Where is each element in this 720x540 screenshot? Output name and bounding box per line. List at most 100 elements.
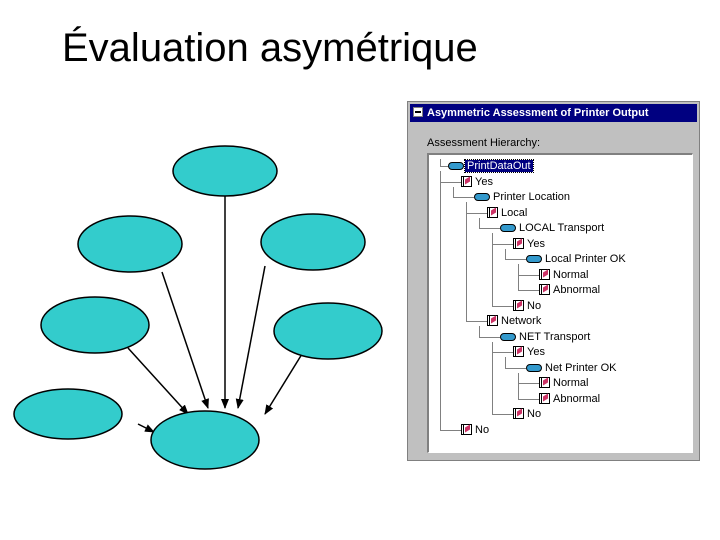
state-flag-icon: [513, 237, 524, 249]
tree-state-node[interactable]: No: [461, 423, 491, 437]
tree-connector: [518, 383, 539, 384]
tree-connector: [518, 290, 539, 291]
tree-state-node[interactable]: Local: [487, 206, 529, 220]
tree-connector: [492, 233, 493, 306]
node-upper-left: [77, 215, 183, 273]
tree-connector: [492, 341, 493, 414]
tree-node-label: Yes: [475, 175, 493, 188]
tree-node-label: Network: [501, 315, 542, 327]
tree-state-node[interactable]: Yes: [513, 345, 547, 359]
tree-state-node[interactable]: Abnormal: [539, 283, 602, 297]
arrow-mid-left-node: [127, 347, 189, 415]
tree-node-label: PrintDataOut: [464, 159, 534, 173]
chance-node-icon: [448, 162, 464, 170]
tree-variable-node[interactable]: Printer Location: [474, 190, 572, 204]
tree-node-label: Abnormal: [553, 392, 601, 405]
tree-connector: [453, 197, 474, 198]
tree-node-label: Local: [501, 206, 528, 219]
tree-node-label: Abnormal: [553, 284, 601, 296]
tree-connector: [505, 248, 506, 259]
tree-connector: [479, 336, 500, 338]
tree-connector: [518, 398, 539, 400]
tree-connector: [505, 367, 526, 369]
tree-variable-node[interactable]: NET Transport: [500, 330, 592, 344]
tree-node-label: Net Printer OK: [545, 361, 617, 374]
tree-state-node[interactable]: No: [513, 407, 543, 421]
arrow-upper-right-node: [235, 265, 266, 409]
tree-state-node[interactable]: Normal: [539, 376, 590, 390]
tree-node-label: No: [475, 423, 490, 436]
tree-state-node[interactable]: Yes: [513, 237, 547, 251]
tree-connector: [440, 166, 448, 167]
tree-node-label: Normal: [553, 268, 589, 281]
tree-connector: [479, 217, 480, 228]
tree-node-label: Local Printer OK: [545, 253, 626, 265]
tree-node-label: NET Transport: [519, 330, 591, 343]
tree-connector: [492, 352, 513, 353]
node-lower-left: [13, 388, 123, 440]
tree-connector: [492, 414, 513, 415]
state-flag-icon: [487, 315, 498, 326]
window-title: Asymmetric Assessment of Printer Output: [427, 107, 649, 119]
tree-connector: [466, 212, 487, 214]
chance-node-icon: [526, 255, 542, 263]
tree-variable-node[interactable]: Net Printer OK: [526, 361, 619, 375]
tree-node-label: Yes: [527, 346, 545, 358]
tree-node-label: Yes: [527, 237, 545, 250]
tree-variable-node[interactable]: PrintDataOut: [448, 159, 534, 173]
tree-node-label: No: [527, 299, 542, 312]
tree-node-label: Normal: [553, 377, 589, 389]
tree-connector: [453, 186, 454, 197]
tree-connector: [505, 357, 506, 368]
state-flag-icon: [513, 299, 524, 311]
tree-connector: [492, 305, 513, 307]
arrow-upper-left-node: [161, 271, 209, 409]
tree-connector: [440, 429, 461, 431]
tree-node-label: Printer Location: [493, 191, 571, 203]
state-flag-icon: [487, 206, 498, 218]
diagram-arrows: [127, 196, 303, 433]
tree-variable-node[interactable]: LOCAL Transport: [500, 221, 606, 235]
tree-connector: [518, 264, 519, 290]
tree-connector: [440, 171, 441, 430]
node-bottom: [150, 410, 260, 470]
arrow-mid-right-node: [264, 353, 303, 415]
tree-node-label: No: [527, 408, 542, 420]
tree-connector: [505, 259, 526, 260]
node-top: [172, 145, 278, 197]
tree-state-node[interactable]: No: [513, 299, 543, 313]
state-flag-icon: [539, 268, 550, 280]
window-titlebar[interactable]: Asymmetric Assessment of Printer Output: [410, 104, 697, 122]
chance-node-icon: [500, 332, 516, 341]
state-flag-icon: [539, 392, 550, 404]
state-flag-icon: [461, 175, 472, 187]
tree-state-node[interactable]: Network: [487, 314, 543, 328]
node-mid-right: [273, 302, 383, 360]
state-flag-icon: [461, 423, 472, 435]
tree-state-node[interactable]: Normal: [539, 268, 590, 282]
arrow-lower-left-node: [137, 423, 155, 433]
tree-variable-node[interactable]: Local Printer OK: [526, 252, 628, 266]
window-menu-icon[interactable]: [413, 107, 423, 117]
tree-state-node[interactable]: Abnormal: [539, 392, 602, 406]
tree-connector: [479, 228, 500, 229]
node-mid-left: [40, 296, 150, 354]
assessment-hierarchy-label: Assessment Hierarchy:: [427, 137, 541, 149]
tree-state-node[interactable]: Yes: [461, 175, 495, 189]
tree-connector: [492, 243, 513, 245]
tree-connector: [479, 326, 480, 337]
tree-connector: [518, 274, 539, 276]
node-upper-right: [260, 213, 366, 271]
tree-connector: [466, 321, 487, 322]
state-flag-icon: [513, 408, 524, 419]
assessment-window: Asymmetric Assessment of Printer Output …: [407, 101, 700, 461]
slide-title: Évaluation asymétrique: [62, 26, 478, 70]
chance-node-icon: [526, 363, 542, 372]
tree-node-label: LOCAL Transport: [519, 222, 605, 234]
chance-node-icon: [500, 224, 516, 232]
tree-connector: [440, 181, 461, 183]
state-flag-icon: [513, 346, 524, 357]
tree-connector: [466, 202, 467, 321]
